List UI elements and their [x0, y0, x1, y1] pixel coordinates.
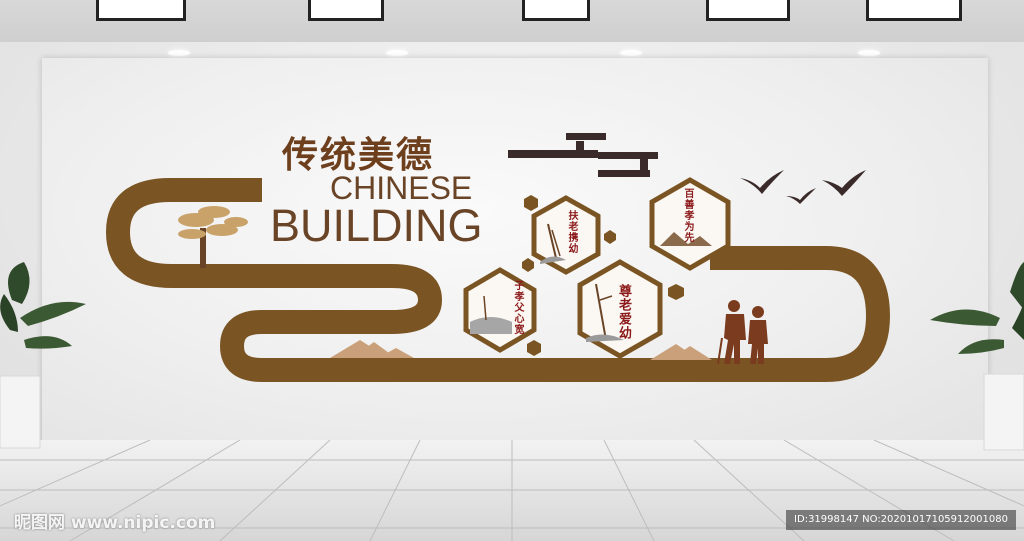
spotlight [858, 50, 880, 56]
brown-winding-band [106, 178, 890, 382]
panel-2-caption: 百善孝为先 [682, 188, 693, 243]
cloud-motif-icon [508, 133, 658, 177]
hexagon-dot-icon [522, 195, 684, 356]
mountain-left-icon [330, 340, 414, 358]
mountain-right-icon [650, 344, 712, 360]
heading-building: BUILDING [270, 200, 483, 251]
ceiling [0, 0, 1024, 42]
flying-birds-icon [740, 170, 866, 204]
heading-traditional-virtue: 传统美德 [282, 134, 435, 176]
ceiling-light [522, 0, 590, 21]
elderly-couple-icon [717, 300, 768, 365]
spotlight [386, 50, 408, 56]
hexagon-panel-4 [577, 259, 663, 359]
panel-3-caption: 子孝父心宽 [512, 280, 523, 335]
hexagon-panel-2 [649, 177, 731, 271]
image-id-bar: ID:31998147 NO:20201017105912001080 [786, 510, 1016, 530]
hexagon-panel-1 [531, 195, 601, 275]
panel-1-caption: 扶老携幼 [566, 210, 577, 254]
ceiling-light [706, 0, 790, 21]
pine-tree-icon [178, 206, 248, 268]
hexagon-panel-3 [463, 267, 537, 353]
site-watermark: 昵图网 www.nipic.com [14, 513, 216, 533]
potted-plant-right-icon [930, 262, 1024, 451]
panel-4-caption: 尊老爱幼 [616, 284, 631, 340]
spotlight [168, 50, 190, 56]
ceiling-light [96, 0, 186, 21]
heading-chinese: CHINESE [330, 170, 473, 206]
potted-plant-left-icon [0, 262, 86, 449]
spotlight [620, 50, 642, 56]
ceiling-light [866, 0, 962, 21]
ceiling-light [308, 0, 384, 21]
